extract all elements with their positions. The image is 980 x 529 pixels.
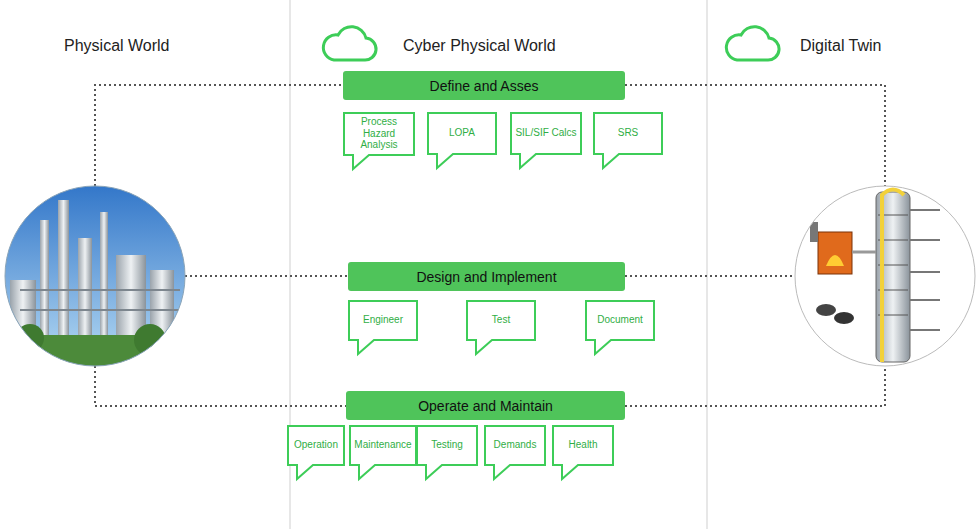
- task-bubble: Maintenance: [349, 425, 417, 479]
- bubble-outline: [416, 425, 478, 479]
- bubble-outline: [348, 300, 418, 354]
- bubble-body: LOPA: [427, 112, 497, 154]
- task-bubble: Testing: [416, 425, 478, 479]
- photo-frame: [5, 186, 185, 366]
- task-bubble: Operation: [287, 425, 345, 479]
- bubble-body: Operation: [287, 425, 345, 465]
- bubble-outline: [466, 300, 536, 354]
- task-name: Operation: [294, 439, 338, 451]
- bubble-outline: [593, 112, 663, 168]
- task-name: Engineer: [363, 314, 403, 326]
- bubble-body: Engineer: [348, 300, 418, 340]
- task-bubble: Test: [466, 300, 536, 354]
- task-name: Maintenance: [354, 439, 411, 451]
- cloud-icon: [726, 27, 779, 60]
- bubble-body: Demands: [484, 425, 546, 465]
- bubble-outline: [287, 425, 345, 479]
- bubble-body: Maintenance: [349, 425, 417, 465]
- bubble-outline: [484, 425, 546, 479]
- phase-band: Operate and Maintain: [346, 391, 625, 420]
- bubble-body: Document: [585, 300, 655, 340]
- phase-band: Define and Asses: [343, 71, 625, 100]
- task-bubble: SIL/SIF Calcs: [510, 112, 582, 168]
- task-name: Process Hazard Analysis: [347, 116, 411, 151]
- refinery-photo: [0, 180, 190, 375]
- column-heading: Physical World: [64, 37, 170, 55]
- column-heading: Digital Twin: [800, 37, 882, 55]
- task-bubble: Demands: [484, 425, 546, 479]
- dotted-link: [95, 85, 885, 406]
- column-heading: Cyber Physical World: [403, 37, 556, 55]
- task-bubble: SRS: [593, 112, 663, 168]
- bubble-body: Testing: [416, 425, 478, 465]
- phase-title: Design and Implement: [408, 269, 564, 285]
- bubble-body: Health: [552, 425, 614, 465]
- column-separator: [707, 0, 708, 529]
- task-name: Demands: [494, 439, 537, 451]
- bubble-body: SIL/SIF Calcs: [510, 112, 582, 154]
- bubble-outline: [585, 300, 655, 354]
- bubble-outline: [349, 425, 417, 479]
- task-name: Document: [597, 314, 643, 326]
- phase-band: Design and Implement: [348, 262, 625, 291]
- illustration-frame: [795, 186, 975, 366]
- distillation-illustration: [790, 180, 980, 370]
- bubble-body: SRS: [593, 112, 663, 154]
- task-bubble: Engineer: [348, 300, 418, 354]
- task-bubble: LOPA: [427, 112, 497, 168]
- cloud-icon: [323, 27, 376, 60]
- task-name: SRS: [618, 127, 639, 139]
- bubble-outline: [552, 425, 614, 479]
- task-name: LOPA: [449, 127, 475, 139]
- phase-title: Define and Asses: [422, 78, 547, 94]
- task-name: Testing: [431, 439, 463, 451]
- task-name: Test: [492, 314, 510, 326]
- phase-title: Operate and Maintain: [410, 398, 561, 414]
- task-bubble: Health: [552, 425, 614, 479]
- bubble-outline: [427, 112, 497, 168]
- bubble-outline: [510, 112, 582, 168]
- bubble-body: Test: [466, 300, 536, 340]
- bubble-body: Process Hazard Analysis: [343, 112, 415, 155]
- task-name: SIL/SIF Calcs: [515, 127, 576, 139]
- task-bubble: Document: [585, 300, 655, 354]
- task-bubble: Process Hazard Analysis: [343, 112, 415, 169]
- task-name: Health: [569, 439, 598, 451]
